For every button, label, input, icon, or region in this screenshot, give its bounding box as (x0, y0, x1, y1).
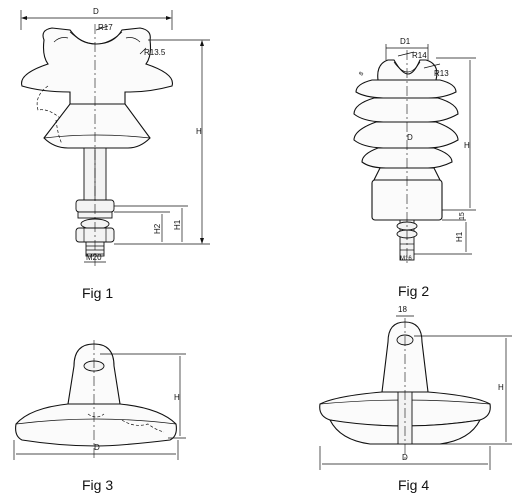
fig2-caption: Fig 2 (398, 283, 429, 299)
fig2-dim-D: D (407, 133, 413, 142)
fig1-dim-R13-5: R13.5 (144, 48, 166, 57)
figure-1-pin-insulator: D M20 R17 R13.5 (20, 7, 210, 301)
fig4-dim-H: H (498, 383, 504, 392)
fig4-dim-D: D (402, 453, 408, 462)
figure-2-post-insulator: D1 M16 R14 R13 8 D H 15 (353, 37, 476, 299)
fig2-dim-H1: H1 (455, 231, 464, 242)
fig2-dim-15: 15 (459, 212, 466, 220)
figure-3-suspension-disc: H D Fig 3 (13, 340, 186, 493)
fig2-dim-M16: M16 (400, 256, 412, 262)
fig1-dim-H: H (196, 127, 202, 136)
fig2-dim-D1: D1 (400, 37, 411, 46)
fig3-caption: Fig 3 (82, 477, 113, 493)
fig1-dim-M20: M20 (86, 253, 102, 262)
fig2-dim-8: 8 (359, 71, 366, 77)
fig1-dim-D: D (93, 7, 99, 16)
fig2-dim-R14: R14 (412, 51, 427, 60)
fig1-caption: Fig 1 (82, 285, 113, 301)
figure-4-suspension-disc: 18 H D Fig 4 (319, 305, 512, 493)
fig3-dim-H: H (174, 393, 180, 402)
fig4-dim-18: 18 (398, 305, 407, 314)
fig1-dim-R17: R17 (98, 23, 113, 32)
fig4-caption: Fig 4 (398, 477, 429, 493)
fig1-dim-H2: H2 (153, 223, 162, 234)
fig1-dim-H1: H1 (173, 219, 182, 230)
fig2-dim-R13: R13 (434, 69, 449, 78)
fig2-dim-H: H (464, 141, 470, 150)
fig3-dim-D: D (94, 443, 100, 452)
